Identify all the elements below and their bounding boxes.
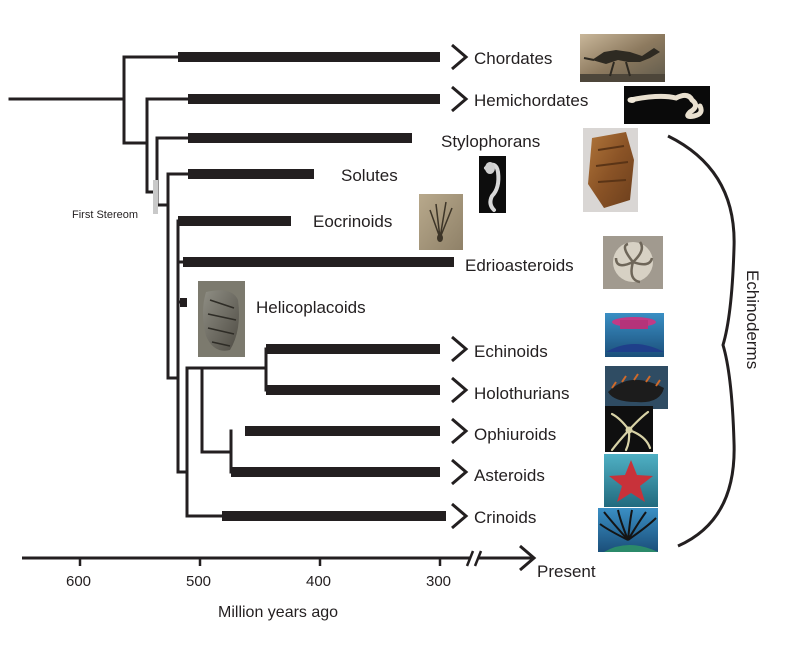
taxon-label-ophiuroids: Ophiuroids [474,425,556,444]
range-bar-helicoplacoids [180,298,187,307]
echinoderms-brace [667,134,736,548]
tick-label-300: 300 [426,573,451,590]
edrioasteroid-fossil-photo [603,236,663,289]
sea-urchin-photo [605,313,664,357]
arrow-hemichordates [451,85,469,113]
tick-label-500: 500 [186,573,211,590]
eocrinoid-fossil-photo [419,194,463,250]
tick-label-600: 600 [66,573,91,590]
range-bar-asteroids [231,467,440,477]
sea-cucumber-photo [605,366,668,409]
axis-break-mark-2 [473,550,483,567]
taxon-label-hemichordates: Hemichordates [474,91,588,110]
arrow-ophiuroids [451,417,469,445]
range-bars [178,52,454,521]
taxon-label-solutes: Solutes [341,166,398,185]
range-bar-solutes [188,169,314,179]
taxon-label-edrioasteroids: Edrioasteroids [465,256,574,275]
tree-skeleton [8,55,268,518]
taxon-label-chordates: Chordates [474,49,552,68]
range-bar-ophiuroids [245,426,440,436]
helicoplacoid-fossil-photo [198,281,245,357]
acorn-worm-photo [624,86,710,124]
taxon-label-holothurians: Holothurians [474,384,569,403]
arrow-echinoids [451,335,469,363]
taxon-label-asteroids: Asteroids [474,466,545,485]
first-stereom-label: First Stereom [72,209,138,221]
echinoderms-label: Echinoderms [743,270,762,369]
extant-arrows [451,43,469,530]
range-bar-stylophorans [188,133,412,143]
arrow-crinoids [451,502,469,530]
range-bar-hemichordates [188,94,440,104]
taxon-label-stylophorans: Stylophorans [441,132,540,151]
feather-star-photo [598,508,658,552]
solute-fossil-photo [479,156,506,213]
range-bar-chordates [178,52,440,62]
range-bar-echinoids [266,344,440,354]
axis-arrowhead [519,544,537,572]
present-label: Present [537,562,596,581]
axis-title: Million years ago [218,604,338,621]
tick-label-400: 400 [306,573,331,590]
range-bar-holothurians [266,385,440,395]
range-bar-eocrinoids [178,216,291,226]
taxon-label-eocrinoids: Eocrinoids [313,212,392,231]
arrow-asteroids [451,458,469,486]
time-axis: 600 500 400 300 Present Million years ag… [22,544,596,621]
taxon-label-helicoplacoids: Helicoplacoids [256,298,366,317]
first-stereom-marker [153,180,158,214]
arrow-chordates [451,43,469,71]
stylophoran-fossil-photo [583,128,638,212]
brittle-star-photo [605,406,653,452]
range-bar-edrioasteroids [183,257,454,267]
taxon-labels: Chordates Hemichordates Stylophorans Sol… [256,49,588,527]
dinosaur-skeleton-photo [580,34,665,82]
taxon-label-crinoids: Crinoids [474,508,536,527]
axis-break-mark [465,550,475,567]
taxon-label-echinoids: Echinoids [474,342,548,361]
range-bar-crinoids [222,511,446,521]
sea-star-photo [604,454,658,507]
arrow-holothurians [451,376,469,404]
